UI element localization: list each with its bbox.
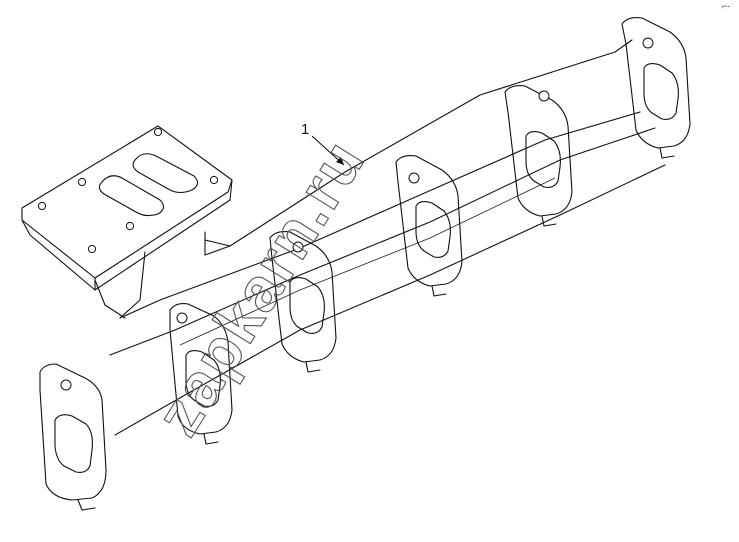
port-bolt-hole — [176, 312, 188, 324]
flange-bolt-hole — [209, 175, 219, 185]
manifold-body — [94, 39, 666, 436]
flange-bolt-hole — [77, 177, 87, 187]
port-flange-5 — [504, 85, 573, 227]
watermark-text: zapkarn.ru — [143, 128, 378, 447]
flange-bolt-hole — [87, 244, 97, 254]
port-flange-2 — [169, 303, 233, 445]
turbo-flange — [21, 125, 233, 291]
port-bolt-hole — [538, 90, 550, 102]
port-bolt-hole — [408, 172, 420, 184]
part-callout: 1 — [301, 121, 345, 166]
port-flange-6 — [621, 17, 691, 159]
flange-bolt-hole — [37, 201, 47, 211]
corner-mark: ⌐- — [722, 1, 730, 11]
port-bolt-hole — [292, 241, 304, 253]
port-bolt-hole — [642, 37, 654, 49]
flange-bolt-hole — [153, 127, 163, 137]
port-flange-3 — [269, 231, 337, 373]
flange-bolt-hole — [125, 221, 135, 231]
callout-arrowhead — [336, 157, 344, 165]
flange-port-left — [98, 175, 165, 217]
part-number-label: 1 — [301, 121, 309, 138]
port-flange-1 — [39, 363, 107, 511]
port-flange-4 — [395, 155, 463, 297]
port-bolt-hole — [60, 379, 72, 391]
flange-port-right — [132, 153, 199, 194]
